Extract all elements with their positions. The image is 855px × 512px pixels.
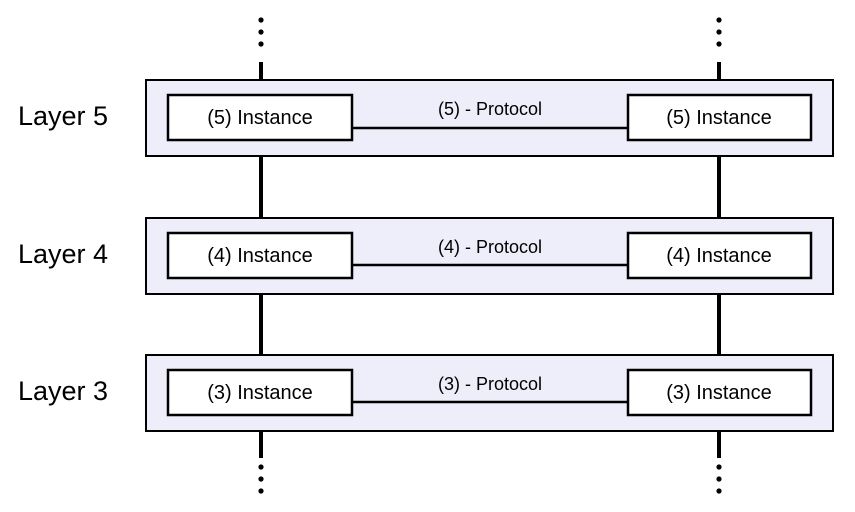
left-bottom-continuation-dots: [258, 464, 264, 494]
layer-5-left-instance-box: [166, 93, 354, 142]
layer-5-label: Layer 5: [18, 101, 108, 131]
layer-4-label: Layer 4: [18, 239, 108, 269]
left-top-continuation-dots: [258, 17, 264, 47]
layer-4-group: Layer 4 (4) Instance (4) Instance (4) - …: [18, 217, 834, 295]
layer-4-protocol-label: (4) - Protocol: [438, 237, 542, 257]
layer-5-right-instance-box: [626, 93, 813, 142]
layer-5-protocol-label: (5) - Protocol: [438, 99, 542, 119]
layer-3-group: Layer 3 (3) Instance (3) Instance (3) - …: [18, 354, 834, 432]
layer-4-left-instance-label: (4) Instance: [207, 245, 313, 267]
layer-5-group: Layer 5 (5) Instance (5) Instance (5) - …: [18, 79, 834, 157]
layer-3-label: Layer 3: [18, 376, 108, 406]
right-top-continuation-dots: [716, 17, 722, 47]
layer-4-left-instance-box: [166, 231, 354, 280]
layer-4-right-instance-label: (4) Instance: [666, 245, 772, 267]
layer-3-left-instance-box: [166, 368, 354, 417]
layer-3-protocol-label: (3) - Protocol: [438, 374, 542, 394]
layer-5-left-instance-label: (5) Instance: [207, 107, 313, 129]
layer-4-right-instance-box: [626, 231, 813, 280]
right-bottom-continuation-dots: [716, 464, 722, 494]
layer-3-right-instance-label: (3) Instance: [666, 382, 772, 404]
layer-3-right-instance-box: [626, 368, 813, 417]
layer-5-right-instance-label: (5) Instance: [666, 107, 772, 129]
layer-3-left-instance-label: (3) Instance: [207, 382, 313, 404]
